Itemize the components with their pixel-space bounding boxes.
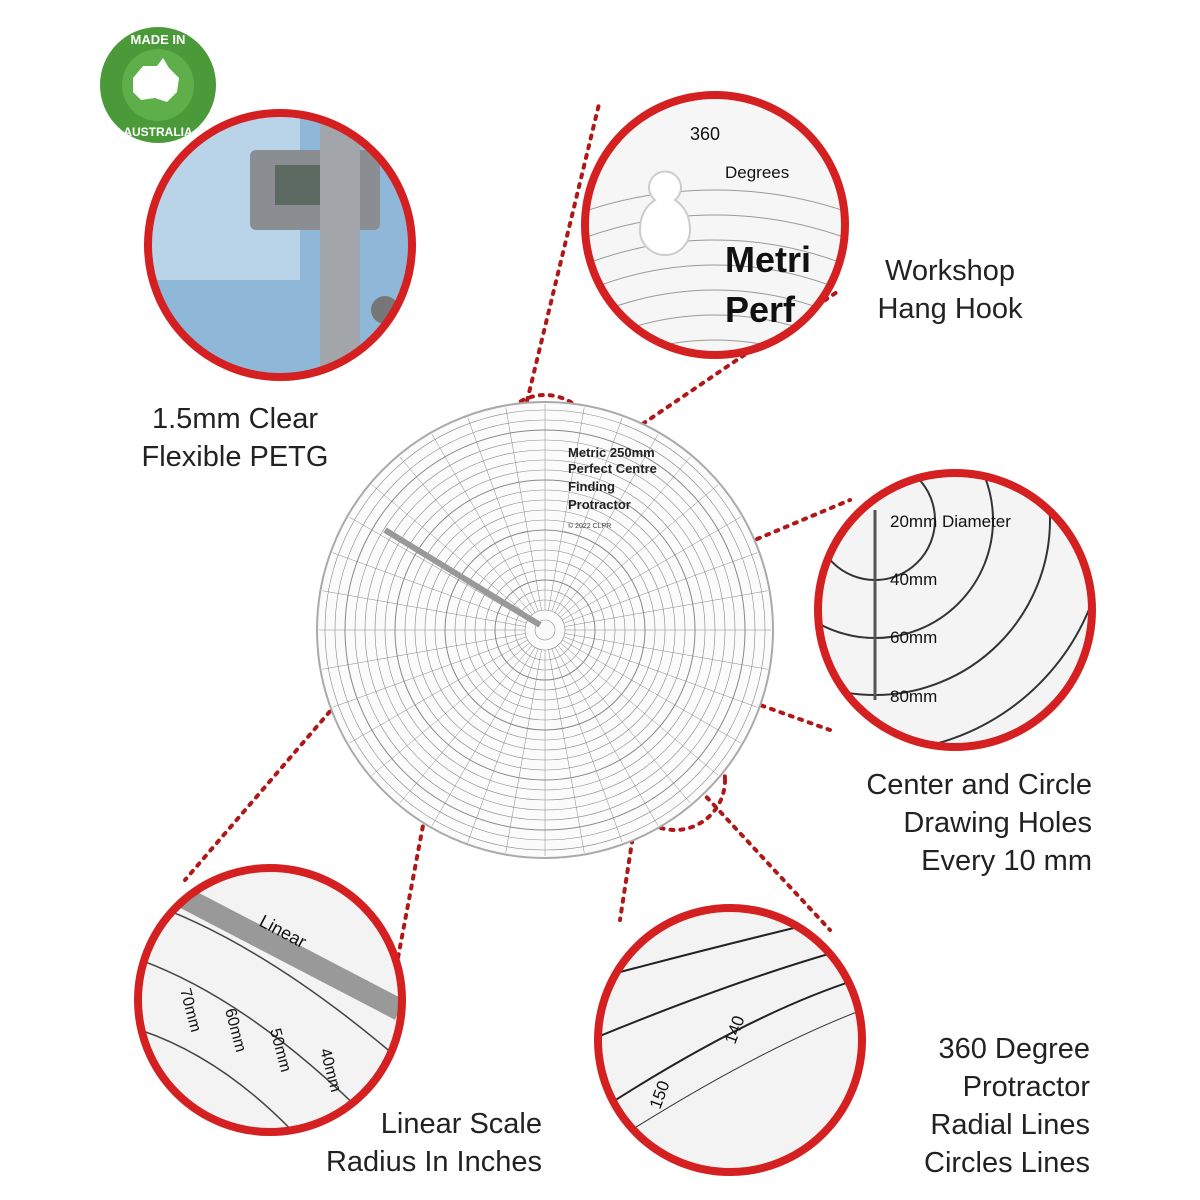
radial-line [505, 649, 542, 853]
svg-text:20mm Diameter: 20mm Diameter [890, 512, 1011, 531]
hook-ring [587, 264, 843, 353]
copyright-text: © 2022 CLPR [568, 522, 611, 530]
detail-degree-scale: 140 150 [600, 910, 860, 1170]
radial-line [557, 645, 691, 804]
radial-line [431, 434, 536, 613]
radial-line [332, 552, 527, 624]
protractor-disc [316, 401, 774, 859]
radial-line [557, 456, 691, 615]
radial-line [554, 647, 659, 826]
radial-line [505, 407, 542, 611]
radial-line [564, 590, 768, 627]
hook-ring [587, 189, 843, 353]
radial-line [467, 648, 539, 843]
radial-line [371, 642, 530, 776]
detail-caliper [150, 115, 410, 375]
radial-line [560, 484, 719, 618]
svg-text:60mm: 60mm [890, 628, 937, 647]
radial-line [332, 636, 527, 708]
made-in-australia-badge: MADE IN AUSTRALIA [100, 27, 216, 143]
hook-ring [587, 289, 843, 353]
radial-line [322, 590, 526, 627]
radial-line [560, 642, 719, 776]
hook-ring [587, 214, 843, 353]
radial-line [562, 516, 741, 621]
detail-diameter-holes: 20mm Diameter 40mm 60mm 80mm [820, 475, 1090, 745]
radial-line [551, 648, 623, 843]
hook-ring [587, 314, 843, 353]
radial-line [349, 516, 528, 621]
svg-text:MADE IN: MADE IN [131, 32, 186, 47]
protractor-title: Metric 250mm Perfect Centre Finding Prot… [568, 445, 661, 512]
svg-text:AUSTRALIA: AUSTRALIA [123, 125, 193, 139]
detail-hang-hook: 360 Degrees Metri Perf [587, 97, 843, 353]
radial-line [399, 456, 533, 615]
svg-text:40mm: 40mm [890, 570, 937, 589]
svg-text:Metri: Metri [725, 239, 811, 280]
svg-text:360: 360 [690, 124, 720, 144]
radial-line [371, 484, 530, 618]
radial-line [563, 636, 758, 708]
svg-text:Degrees: Degrees [725, 163, 789, 182]
hook-ring [587, 339, 843, 353]
hook-ring [587, 239, 843, 353]
radial-line [399, 645, 533, 804]
radial-line [548, 649, 585, 853]
radial-line [562, 639, 741, 744]
svg-text:80mm: 80mm [890, 687, 937, 706]
linear-scale-bar [383, 527, 542, 628]
radial-line [467, 417, 539, 612]
svg-text:Perf: Perf [725, 289, 796, 330]
radial-line [349, 639, 528, 744]
radial-line [554, 434, 659, 613]
radial-line [548, 407, 585, 611]
concentric-ring [534, 619, 556, 641]
radial-line [564, 633, 768, 670]
radial-line [322, 633, 526, 670]
radial-line [551, 417, 623, 612]
radial-line [563, 552, 758, 624]
radial-line [431, 647, 536, 826]
